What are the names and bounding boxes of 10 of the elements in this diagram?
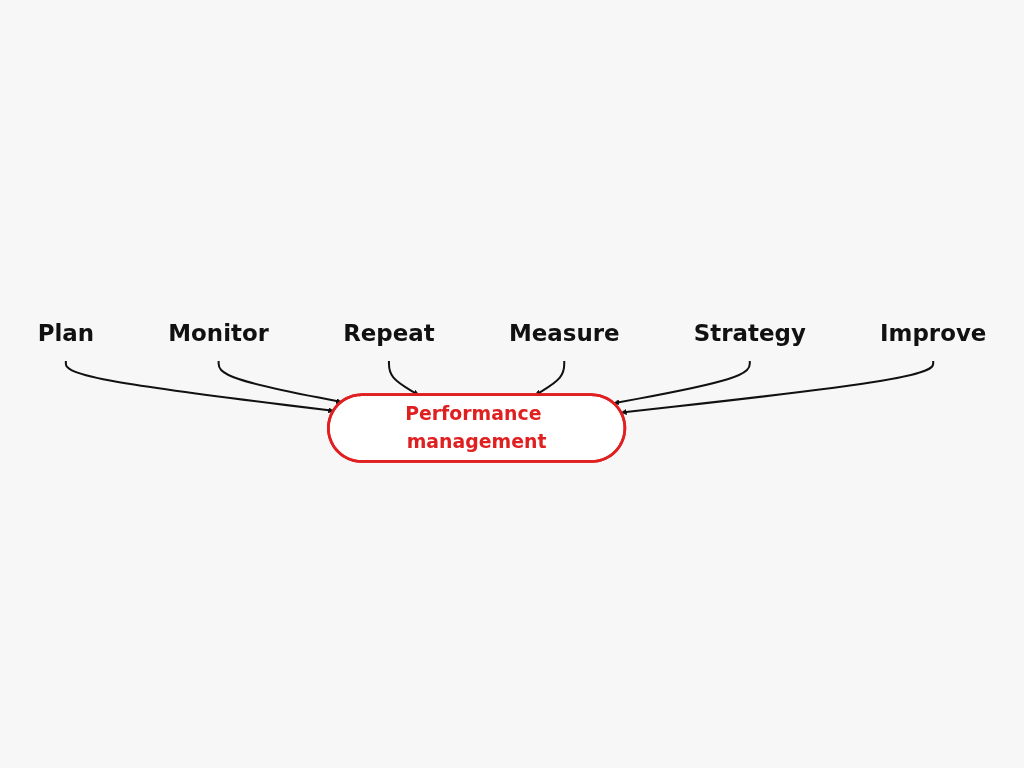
arrow	[64, 361, 334, 414]
arrow	[217, 361, 342, 404]
node-text: Measure	[508, 319, 620, 347]
arrow	[620, 361, 935, 415]
node-text: Plan	[37, 319, 95, 347]
node-text: Improve	[880, 319, 987, 347]
node-text: Repeat	[343, 319, 435, 347]
arrow	[613, 361, 751, 406]
node-text: Strategy	[693, 319, 806, 347]
node-text: Monitor	[168, 319, 270, 347]
